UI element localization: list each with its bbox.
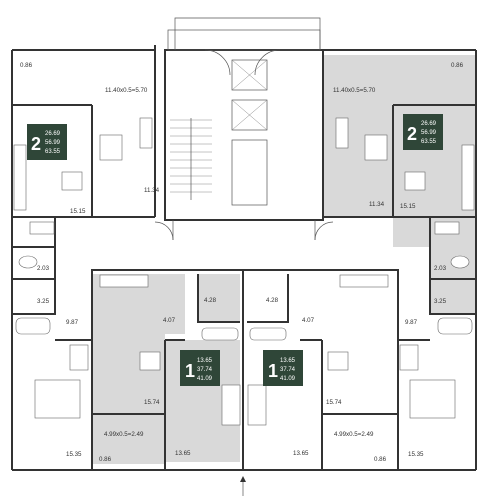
badge-area-gross: 41.09 <box>280 376 296 382</box>
tr-balcony-fill <box>323 55 476 105</box>
tl-desk <box>99 134 123 161</box>
tr-sofa <box>461 144 475 211</box>
label-loggia-bottom-right: 4.99x0.5=2.49 <box>334 431 374 438</box>
label-loggia-top-left: 11.40x0.5=5.70 <box>105 87 148 94</box>
badge-top-left[interactable]: 2 26.69 56.99 63.55 <box>27 124 67 160</box>
room-labels: 0.86 0.86 11.40x0.5=5.70 11.40x0.5=5.70 … <box>20 62 464 463</box>
label-room-bl-large: 15.35 <box>66 451 82 458</box>
label-balcony-top-left: 0.86 <box>20 62 33 69</box>
badge-bg <box>263 350 303 386</box>
label-bath-small-left: 4.28 <box>204 297 217 304</box>
label-room-tr-bedroom: 11.34 <box>369 201 385 208</box>
tr-desk <box>364 134 388 161</box>
stair-treads <box>170 118 212 200</box>
badge-bottom-right[interactable]: 1 13.65 37.74 41.09 <box>263 350 303 386</box>
label-room-tl-living: 15.15 <box>70 208 86 215</box>
bl-kitchen-counter <box>99 274 149 288</box>
label-wc-left: 2.03 <box>37 265 50 272</box>
bl-bath <box>201 327 239 341</box>
bl-bath-fill <box>198 274 240 322</box>
label-bath-left: 3.25 <box>37 298 50 305</box>
badge-area-gross: 41.09 <box>197 376 213 382</box>
label-hall-right: 9.87 <box>405 319 418 326</box>
label-kitchen-left: 15.74 <box>144 399 160 406</box>
bl-wardrobe <box>69 344 89 371</box>
furniture <box>13 117 475 496</box>
tr-bathtub <box>437 317 473 335</box>
badge-area-gross: 63.55 <box>421 139 437 145</box>
tl-dining-table <box>61 171 83 191</box>
tr-bath-fill <box>430 279 476 314</box>
label-room-small-left: 13.65 <box>175 450 191 457</box>
label-room-tl-bedroom: 11.34 <box>144 187 160 194</box>
label-loggia-bottom-left: 4.99x0.5=2.49 <box>104 431 144 438</box>
badge-rooms: 1 <box>185 361 195 381</box>
bl-hall-fill <box>150 274 185 334</box>
bl-bed <box>34 379 81 419</box>
badge-area-total: 56.99 <box>421 130 437 136</box>
label-room-small-right: 13.65 <box>293 450 309 457</box>
tl-wardrobe <box>139 117 153 149</box>
tr-hall-fill <box>393 217 476 247</box>
br-bed <box>409 379 456 419</box>
label-balcony-top-right: 0.86 <box>451 62 464 69</box>
label-hall-left: 9.87 <box>66 319 79 326</box>
badge-area-living: 26.69 <box>421 121 437 127</box>
badge-area-gross: 63.55 <box>45 149 61 155</box>
tr-bedroom-fill <box>323 105 393 217</box>
label-hall-small-left: 4.07 <box>163 317 176 324</box>
br-dining-table <box>327 351 349 371</box>
tr-dining-table <box>404 171 426 191</box>
label-room-br-large: 15.35 <box>408 451 424 458</box>
badge-rooms: 1 <box>268 361 278 381</box>
label-kitchen-right: 15.74 <box>326 399 342 406</box>
label-loggia-top-right: 11.40x0.5=5.70 <box>333 87 376 94</box>
badge-area-total: 56.99 <box>45 140 61 146</box>
label-bath-small-right: 4.28 <box>266 297 279 304</box>
walls <box>11 17 477 471</box>
tl-sofa <box>13 144 27 211</box>
tr-kitchen-counter <box>434 221 460 235</box>
badge-bg <box>27 124 67 160</box>
tr-toilet <box>450 255 470 269</box>
badge-bg <box>403 114 443 150</box>
badge-area-total: 37.74 <box>197 367 213 373</box>
tl-toilet <box>18 255 38 269</box>
highlighted-rooms <box>92 55 476 464</box>
label-room-tr-living: 15.15 <box>400 203 416 210</box>
badge-area-living: 26.69 <box>45 131 61 137</box>
br-wardrobe <box>399 344 419 371</box>
core-details <box>154 49 334 241</box>
tr-wardrobe <box>335 117 349 149</box>
badge-bottom-left[interactable]: 1 13.65 37.74 41.09 <box>180 350 220 386</box>
label-balcony-bottom-left: 0.86 <box>99 456 112 463</box>
bl-dining-table <box>139 351 161 371</box>
tl-kitchen-counter <box>29 221 55 235</box>
bl-room-bed <box>221 384 241 426</box>
br-bath <box>249 327 287 341</box>
badge-area-living: 13.65 <box>280 358 296 364</box>
badge-top-right[interactable]: 2 26.69 56.99 63.55 <box>403 114 443 150</box>
label-hall-small-right: 4.07 <box>302 317 315 324</box>
badge-rooms: 2 <box>407 124 417 144</box>
badge-bg <box>180 350 220 386</box>
label-wc-right: 2.03 <box>434 265 447 272</box>
badge-area-total: 37.74 <box>280 367 296 373</box>
br-kitchen-counter <box>339 274 389 288</box>
label-balcony-bottom-right: 0.86 <box>374 456 387 463</box>
bl-loggia-fill <box>92 414 165 464</box>
label-bath-right: 3.25 <box>434 298 447 305</box>
entrance-arrowhead <box>240 476 246 482</box>
br-room-bed <box>247 384 267 426</box>
tl-bathtub <box>15 317 51 335</box>
badge-area-living: 13.65 <box>197 358 213 364</box>
badge-rooms: 2 <box>31 134 41 154</box>
